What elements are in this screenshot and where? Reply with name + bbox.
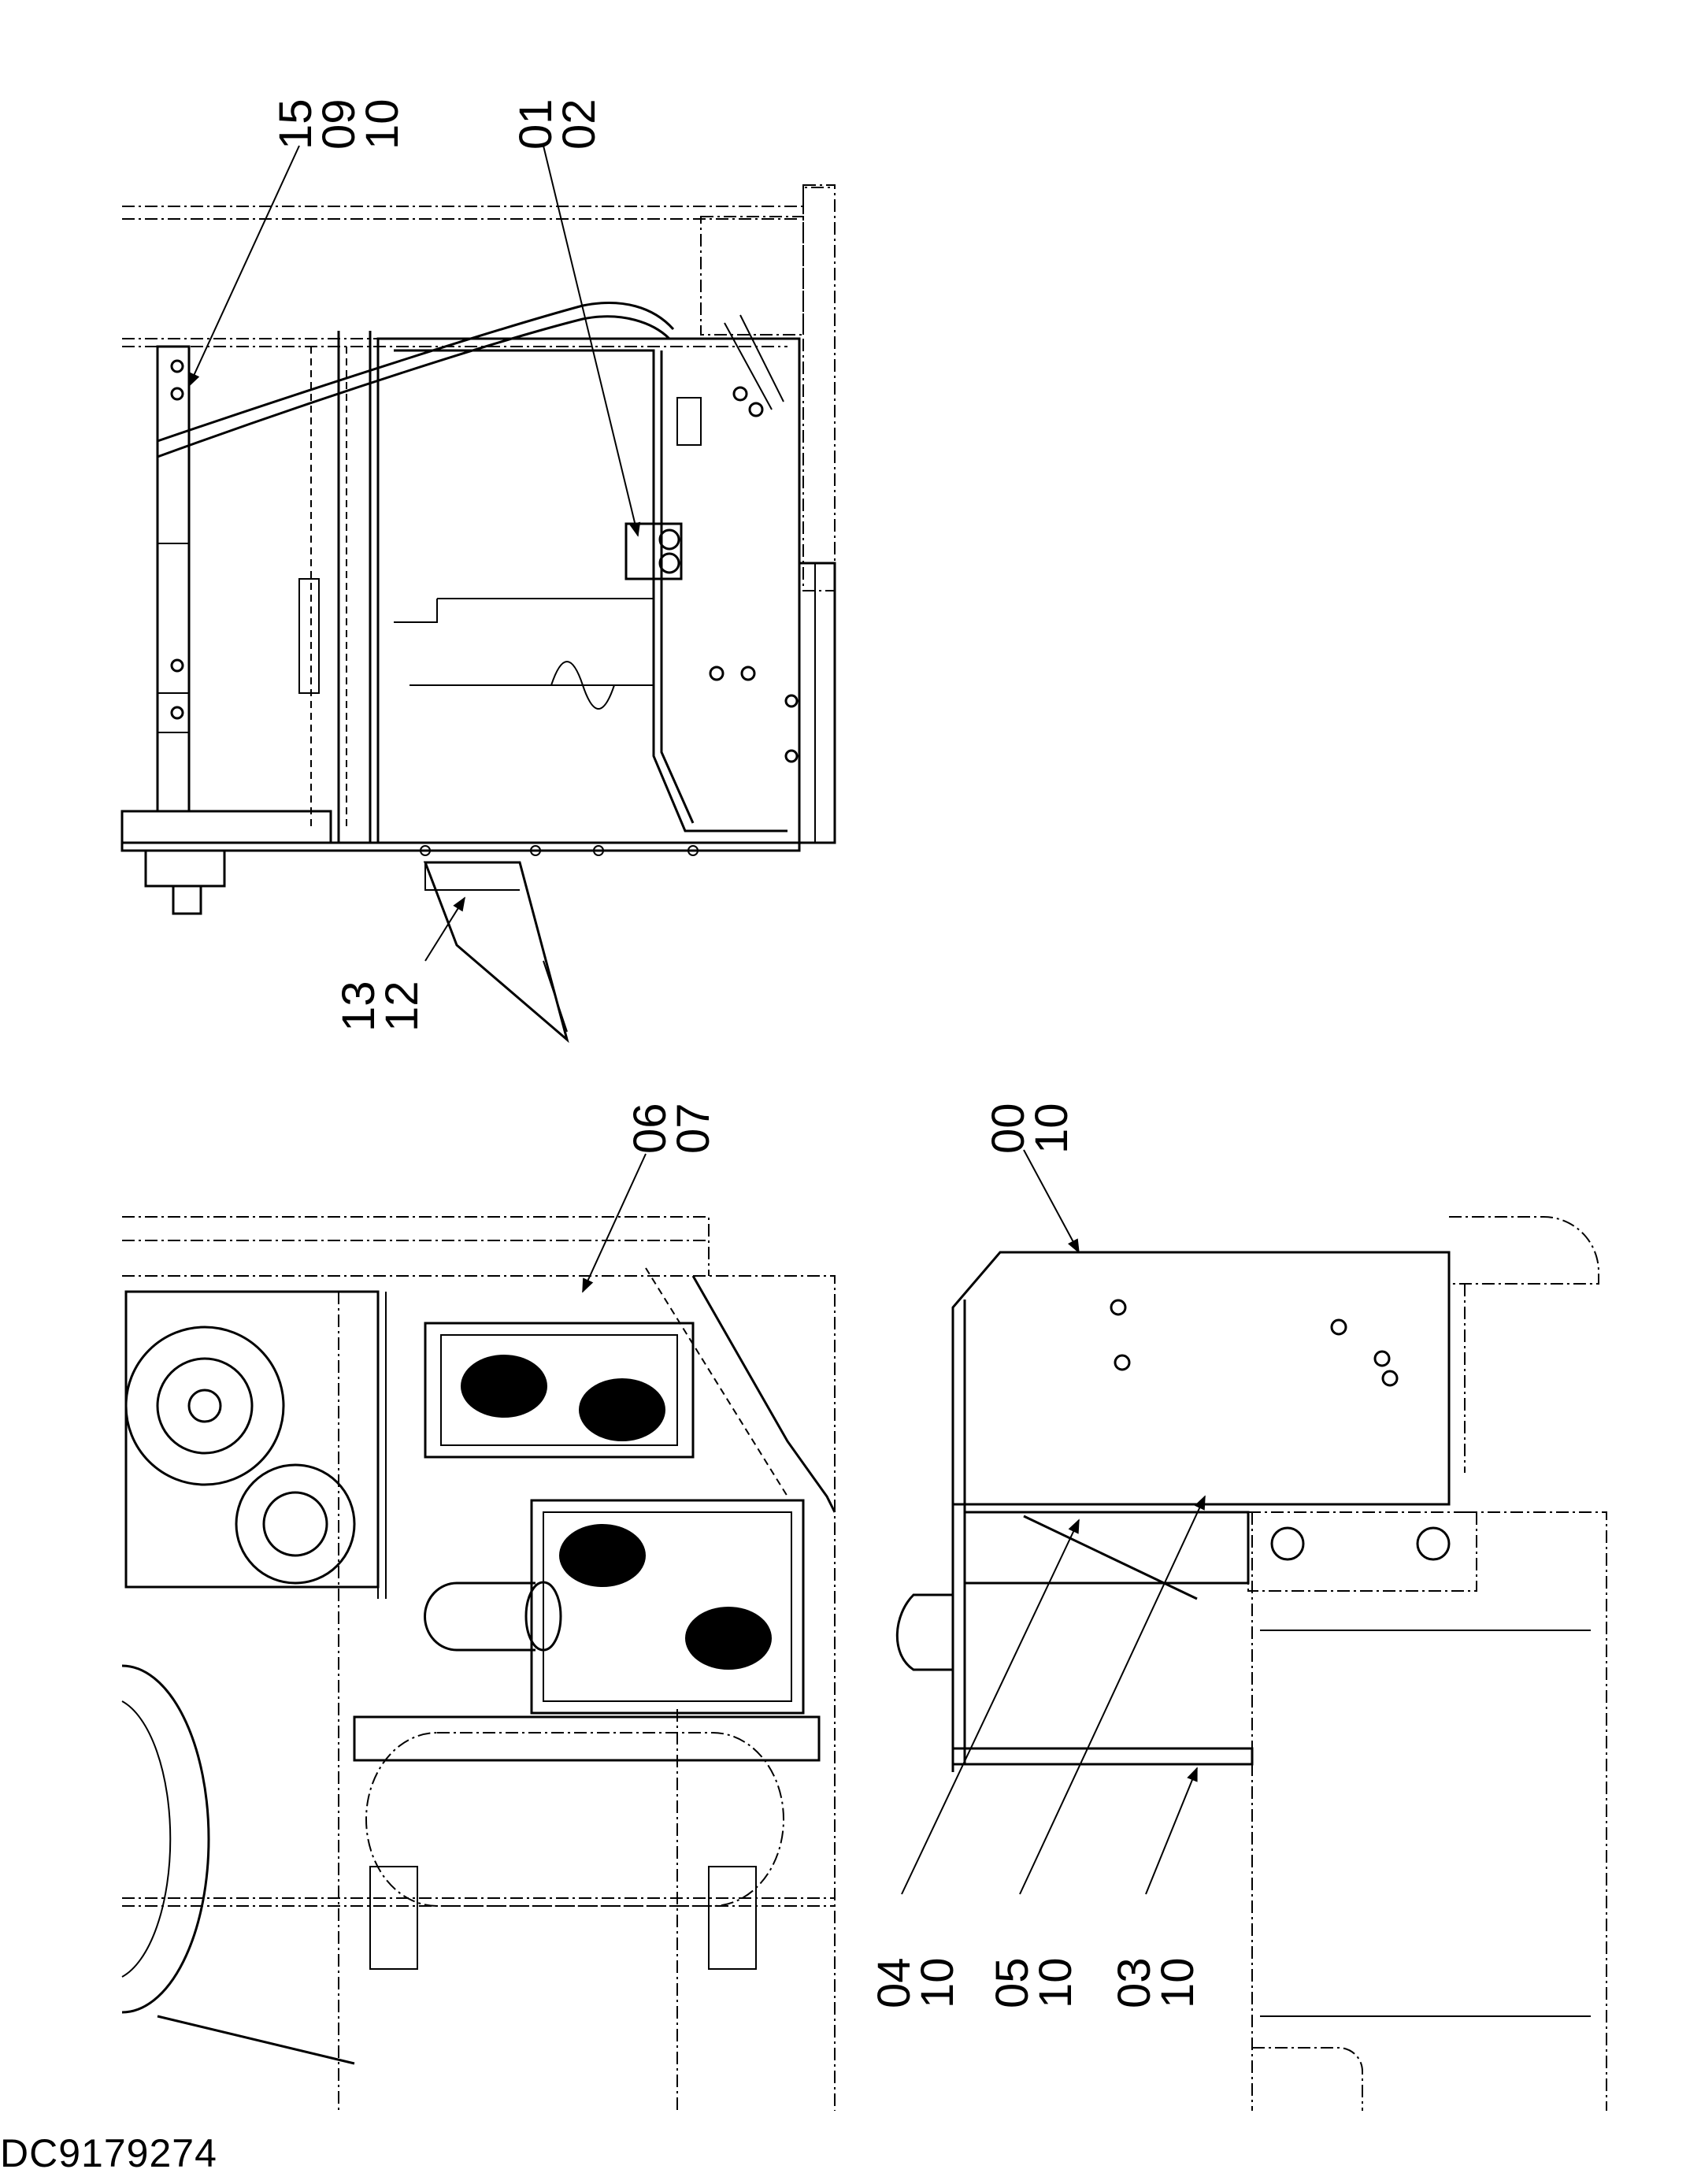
callout-03-line1: 03 bbox=[1109, 1957, 1160, 2008]
document-id: DC9179274 bbox=[0, 2131, 217, 2175]
callout-13-line2: 12 bbox=[376, 981, 428, 1032]
callout-06-line2: 07 bbox=[668, 1103, 719, 1154]
callout-15-line2: 09 bbox=[313, 98, 365, 150]
callout-04: 04 10 bbox=[869, 1957, 963, 2008]
top-view-assembly bbox=[120, 184, 836, 1044]
callout-leaders bbox=[188, 145, 1206, 1895]
callout-01: 01 02 bbox=[510, 98, 605, 150]
callout-15-line3: 10 bbox=[357, 98, 408, 150]
callout-05: 05 10 bbox=[987, 1957, 1081, 2008]
callout-05-line1: 05 bbox=[987, 1957, 1038, 2008]
callout-04-line1: 04 bbox=[869, 1957, 920, 2008]
filter-element-2 bbox=[579, 1378, 665, 1441]
callout-03: 03 10 bbox=[1109, 1957, 1203, 2008]
callout-00-line1: 00 bbox=[983, 1103, 1034, 1154]
filter-element-1 bbox=[461, 1355, 547, 1418]
callout-01-line1: 01 bbox=[510, 98, 561, 150]
callout-15: 15 09 10 bbox=[270, 98, 408, 150]
callout-04-line2: 10 bbox=[912, 1957, 963, 2008]
callout-13: 13 12 bbox=[333, 981, 428, 1032]
bottom-left-view-assembly bbox=[121, 1216, 836, 2111]
callout-13-line1: 13 bbox=[333, 981, 384, 1032]
callout-05-line2: 10 bbox=[1030, 1957, 1081, 2008]
callout-03-line2: 10 bbox=[1152, 1957, 1203, 2008]
callout-00-line2: 10 bbox=[1026, 1103, 1077, 1154]
filter-element-4 bbox=[685, 1607, 772, 1670]
callout-01-line2: 02 bbox=[554, 98, 605, 150]
callout-06: 06 07 bbox=[624, 1103, 719, 1154]
filter-element-3 bbox=[559, 1524, 646, 1587]
callout-00: 00 10 bbox=[983, 1103, 1077, 1154]
callout-06-line1: 06 bbox=[624, 1103, 676, 1154]
callout-15-line1: 15 bbox=[270, 98, 321, 150]
